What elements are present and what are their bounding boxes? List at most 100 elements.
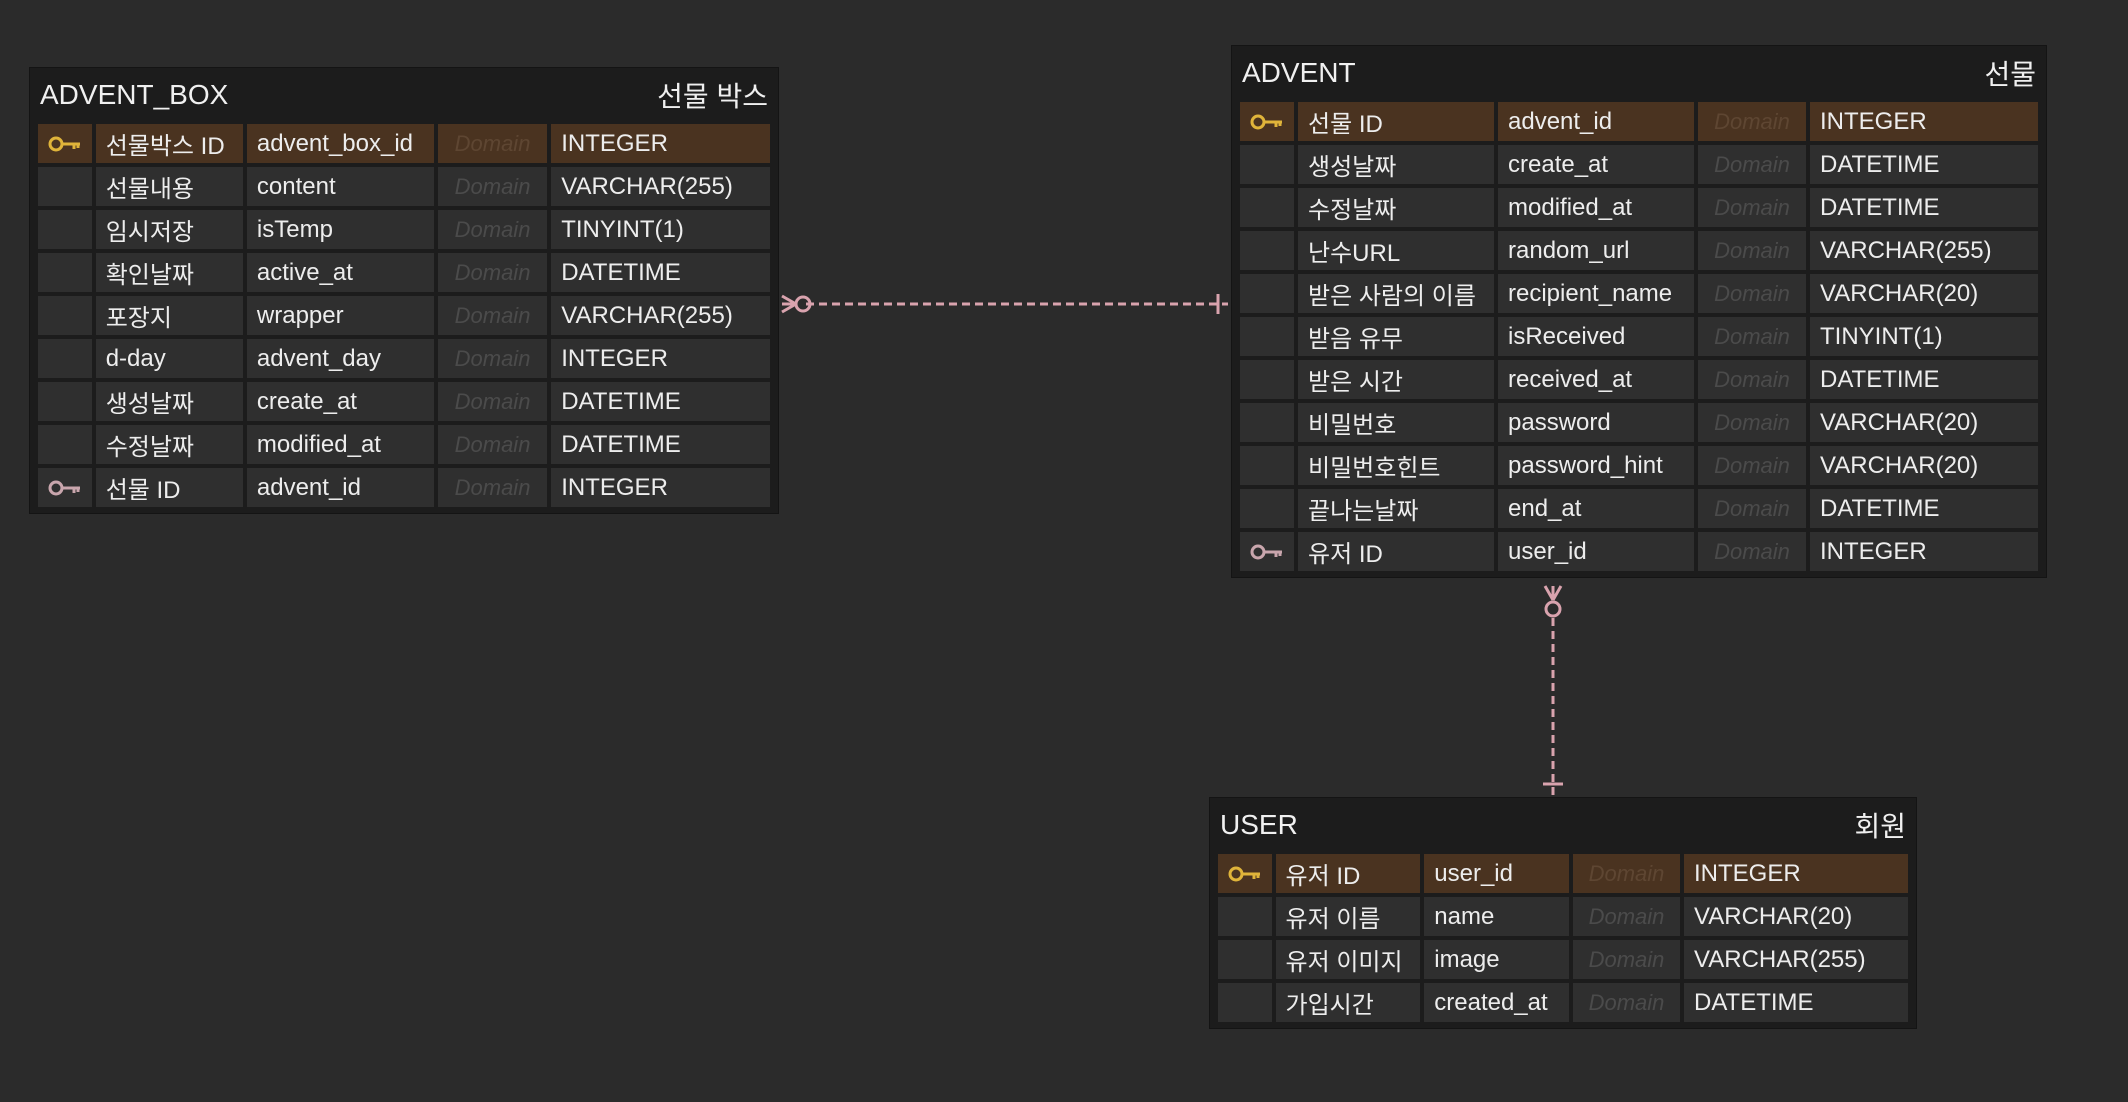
physical-name-cell: wrapper [246, 296, 434, 335]
relationship-advent-user[interactable] [1543, 585, 1563, 796]
domain-cell: Domain [1698, 489, 1806, 528]
data-type-cell: DATETIME [551, 382, 770, 421]
domain-cell: Domain [1698, 102, 1806, 141]
domain-cell: Domain [1698, 145, 1806, 184]
data-type-cell: VARCHAR(255) [551, 296, 770, 335]
physical-name-cell: advent_id [246, 468, 434, 507]
table-header[interactable]: ADVENT 선물 [1232, 46, 2046, 100]
key-cell [1218, 854, 1272, 893]
logical-name-cell: 난수URL [1298, 231, 1494, 270]
data-type-cell: INTEGER [551, 468, 770, 507]
data-type-cell: DATETIME [1684, 983, 1908, 1022]
table-comment: 선물 박스 [657, 81, 768, 112]
table-name: ADVENT_BOX [40, 79, 229, 110]
table-name: ADVENT [1242, 57, 1356, 88]
key-cell [38, 124, 92, 163]
physical-name-cell: active_at [246, 253, 434, 292]
key-cell [1240, 145, 1294, 184]
logical-name-cell: 유저 ID [1298, 532, 1494, 571]
key-cell [1218, 897, 1272, 936]
table-comment: 회원 [1854, 811, 1906, 842]
domain-cell: Domain [1698, 317, 1806, 356]
table-header[interactable]: USER 회원 [1210, 798, 1916, 852]
key-cell [38, 253, 92, 292]
domain-cell: Domain [437, 296, 548, 335]
zero-circle-icon [1544, 600, 1562, 618]
physical-name-cell: end_at [1498, 489, 1694, 528]
logical-name-cell: 선물박스 ID [95, 124, 243, 163]
data-type-cell: DATETIME [1810, 360, 2038, 399]
logical-name-cell: 확인날짜 [95, 253, 243, 292]
domain-cell: Domain [437, 425, 548, 464]
key-cell [1240, 360, 1294, 399]
key-cell [1240, 403, 1294, 442]
data-type-cell: DATETIME [551, 253, 770, 292]
data-type-cell: VARCHAR(255) [551, 167, 770, 206]
relationship-advent-box-advent[interactable] [781, 294, 1228, 314]
logical-name-cell: 받음 유무 [1298, 317, 1494, 356]
physical-name-cell: password_hint [1498, 446, 1694, 485]
data-type-cell: DATETIME [551, 425, 770, 464]
physical-name-cell: received_at [1498, 360, 1694, 399]
logical-name-cell: 유저 이미지 [1275, 940, 1421, 979]
physical-name-cell: create_at [246, 382, 434, 421]
physical-name-cell: user_id [1424, 854, 1569, 893]
key-cell [38, 425, 92, 464]
domain-cell: Domain [437, 468, 548, 507]
physical-name-cell: isTemp [246, 210, 434, 249]
data-type-cell: INTEGER [1684, 854, 1908, 893]
logical-name-cell: 생성날짜 [1298, 145, 1494, 184]
key-cell [38, 468, 92, 507]
key-cell [38, 339, 92, 378]
data-type-cell: VARCHAR(255) [1810, 231, 2038, 270]
logical-name-cell: 선물 ID [1298, 102, 1494, 141]
physical-name-cell: create_at [1498, 145, 1694, 184]
domain-cell: Domain [1573, 983, 1680, 1022]
data-type-cell: VARCHAR(20) [1810, 446, 2038, 485]
key-cell [38, 167, 92, 206]
data-type-cell: VARCHAR(255) [1684, 940, 1908, 979]
domain-cell: Domain [437, 210, 548, 249]
domain-cell: Domain [1573, 897, 1680, 936]
logical-name-cell: 임시저장 [95, 210, 243, 249]
key-cell [38, 382, 92, 421]
physical-name-cell: modified_at [1498, 188, 1694, 227]
domain-cell: Domain [1698, 231, 1806, 270]
primary-key-icon [1249, 112, 1285, 132]
data-type-cell: VARCHAR(20) [1810, 274, 2038, 313]
data-type-cell: DATETIME [1810, 188, 2038, 227]
table-header[interactable]: ADVENT_BOX 선물 박스 [30, 68, 778, 122]
key-cell [38, 296, 92, 335]
key-cell [1240, 317, 1294, 356]
physical-name-cell: recipient_name [1498, 274, 1694, 313]
